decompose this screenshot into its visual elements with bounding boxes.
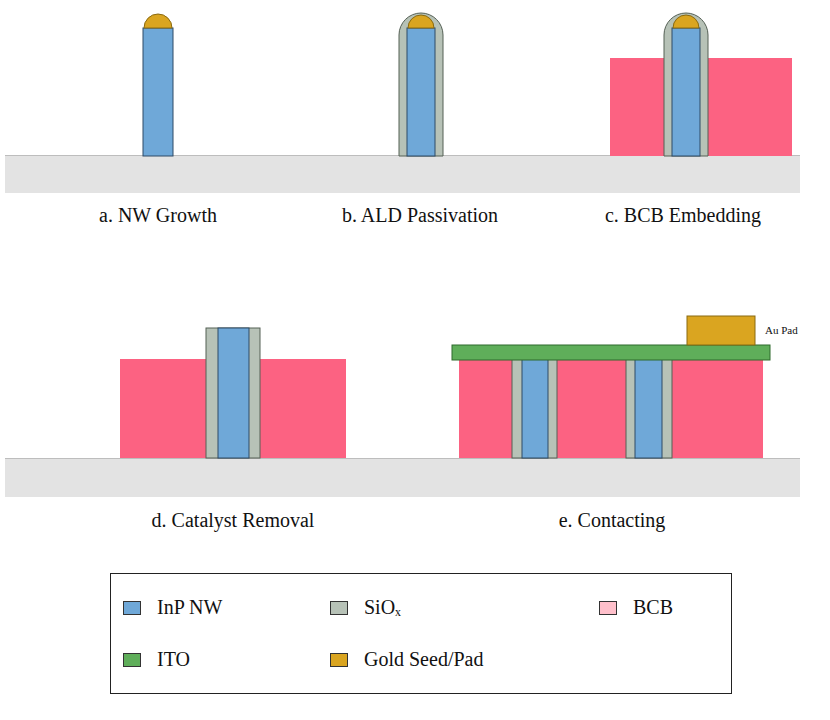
legend-text: InP NW: [157, 596, 222, 619]
legend-text: Gold Seed/Pad: [364, 648, 483, 671]
gold-seed: [673, 15, 699, 28]
legend-text: SiOₓ: [364, 596, 401, 619]
oxide-shell: [512, 352, 557, 458]
ito-layer: [452, 345, 770, 360]
gold-pad: [687, 316, 755, 345]
bcb-layer: [459, 359, 763, 458]
legend-entry: BCB: [599, 596, 673, 619]
substrate-edge: [5, 458, 800, 459]
legend-swatch: [599, 601, 617, 615]
legend-text: BCB: [633, 596, 673, 619]
legend-swatch: [330, 601, 348, 615]
legend-entry: ITO: [123, 648, 190, 671]
part-label: Au Pad: [765, 324, 798, 337]
gold-seed: [408, 15, 434, 28]
legend-entry: SiOₓ: [330, 596, 401, 619]
step-caption: e. Contacting: [559, 508, 666, 532]
nanowire: [672, 28, 700, 156]
legend-frame: [111, 574, 732, 694]
oxide-shell: [399, 13, 443, 156]
legend-swatch: [123, 653, 141, 667]
gold-seed: [144, 14, 172, 28]
nanowire: [635, 352, 662, 458]
legend-entry: Gold Seed/Pad: [330, 648, 483, 671]
step-caption: b. ALD Passivation: [342, 203, 498, 227]
nanowire: [407, 28, 435, 156]
step-caption: d. Catalyst Removal: [152, 508, 315, 532]
legend-text: ITO: [157, 648, 190, 671]
oxide-shell: [664, 13, 708, 156]
nanowire: [143, 28, 173, 156]
nanowire: [218, 328, 249, 458]
substrate: [5, 458, 800, 497]
oxide-shell: [206, 328, 260, 458]
step-caption: a. NW Growth: [99, 203, 217, 227]
legend-swatch: [123, 601, 141, 615]
legend-swatch: [330, 653, 348, 667]
legend-entry: InP NW: [123, 596, 222, 619]
nanowire: [522, 352, 548, 458]
oxide-shell: [626, 352, 672, 458]
substrate: [5, 155, 800, 193]
step-caption: c. BCB Embedding: [605, 203, 761, 227]
